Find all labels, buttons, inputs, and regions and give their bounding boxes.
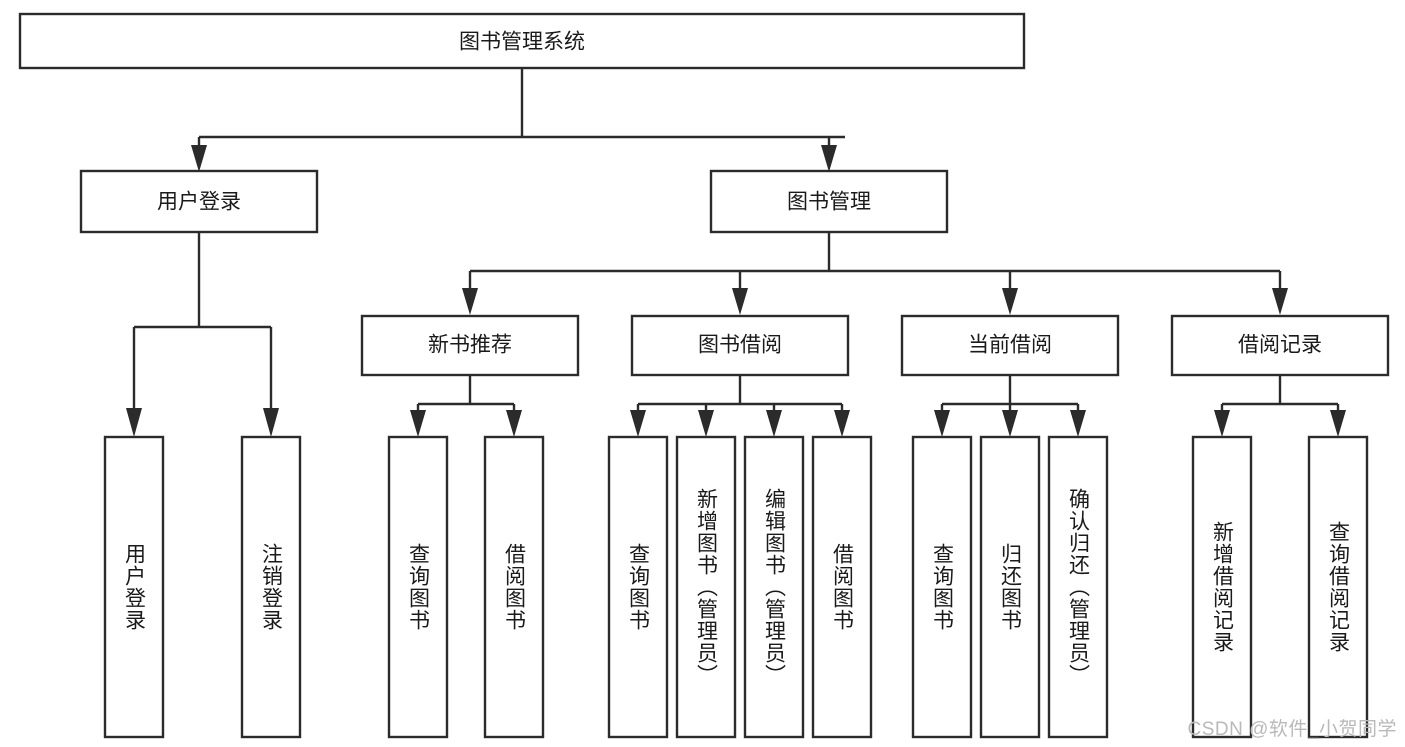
- node-book-borrow[interactable]: 图书借阅: [630, 314, 850, 377]
- node-label-borrow-record: 借阅记录: [1238, 334, 1322, 357]
- leaf-boxes-borrow-record: [1191, 435, 1369, 739]
- connector-userlogin-to-leaves: [126, 232, 279, 437]
- arrow-head-icon: [1002, 288, 1018, 315]
- leaf-box[interactable]: [911, 435, 973, 739]
- node-label-user-login: 用户登录: [157, 191, 241, 214]
- leaf-box[interactable]: [387, 435, 449, 739]
- node-label-new-book-recommend: 新书推荐: [428, 334, 512, 357]
- leaf-box[interactable]: [240, 435, 302, 739]
- arrow-head-icon: [1214, 410, 1230, 437]
- watermark: CSDN @软件_小贺同学: [1187, 719, 1397, 740]
- leaf-box[interactable]: [675, 435, 737, 739]
- leaf-boxes-user-login: [103, 435, 302, 739]
- connector-borrowrecord-to-leaves: [1214, 375, 1346, 437]
- connector-newbook-to-leaves: [410, 375, 522, 437]
- connector-bookborrow-to-leaves: [630, 375, 850, 437]
- arrow-head-icon: [462, 288, 478, 315]
- node-book-management[interactable]: 图书管理: [709, 169, 949, 234]
- connector-bookmgmt-to-level3: [462, 232, 1288, 315]
- arrow-head-icon: [1070, 410, 1086, 437]
- node-label-root: 图书管理系统: [459, 31, 585, 54]
- arrow-head-icon: [506, 410, 522, 437]
- node-label-book-management: 图书管理: [787, 191, 871, 214]
- arrow-head-icon: [732, 288, 748, 315]
- leaf-box[interactable]: [1191, 435, 1253, 739]
- arrow-head-icon: [1272, 288, 1288, 315]
- leaf-box[interactable]: [607, 435, 669, 739]
- arrow-head-icon: [126, 408, 142, 437]
- node-current-borrow[interactable]: 当前借阅: [900, 314, 1120, 377]
- leaf-box[interactable]: [483, 435, 545, 739]
- leaf-boxes-new-book-recommend: [387, 435, 545, 739]
- node-label-current-borrow: 当前借阅: [968, 334, 1052, 357]
- leaf-box[interactable]: [1307, 435, 1369, 739]
- node-root-system[interactable]: 图书管理系统: [18, 12, 1026, 70]
- connector-root-to-level2: [191, 68, 845, 172]
- arrow-head-icon: [821, 145, 837, 172]
- arrow-head-icon: [934, 410, 950, 437]
- arrow-head-icon: [263, 408, 279, 437]
- node-label-book-borrow: 图书借阅: [698, 334, 782, 357]
- arrow-head-icon: [1002, 410, 1018, 437]
- arrow-head-icon: [698, 410, 714, 437]
- node-new-book-recommend[interactable]: 新书推荐: [360, 314, 580, 377]
- leaf-box[interactable]: [811, 435, 873, 739]
- leaf-box[interactable]: [103, 435, 165, 739]
- connector-currentborrow-to-leaves: [934, 375, 1086, 437]
- arrow-head-icon: [630, 410, 646, 437]
- leaf-box[interactable]: [979, 435, 1041, 739]
- leaf-box[interactable]: [743, 435, 805, 739]
- arrow-head-icon: [1330, 410, 1346, 437]
- arrow-head-icon: [834, 410, 850, 437]
- leaf-boxes-book-borrow: [607, 435, 873, 739]
- leaf-boxes-current-borrow: [911, 435, 1109, 739]
- arrow-head-icon: [191, 145, 207, 172]
- node-user-login[interactable]: 用户登录: [79, 169, 319, 234]
- arrow-head-icon: [766, 410, 782, 437]
- arrow-head-icon: [410, 410, 426, 437]
- leaf-box[interactable]: [1047, 435, 1109, 739]
- node-borrow-record[interactable]: 借阅记录: [1170, 314, 1390, 377]
